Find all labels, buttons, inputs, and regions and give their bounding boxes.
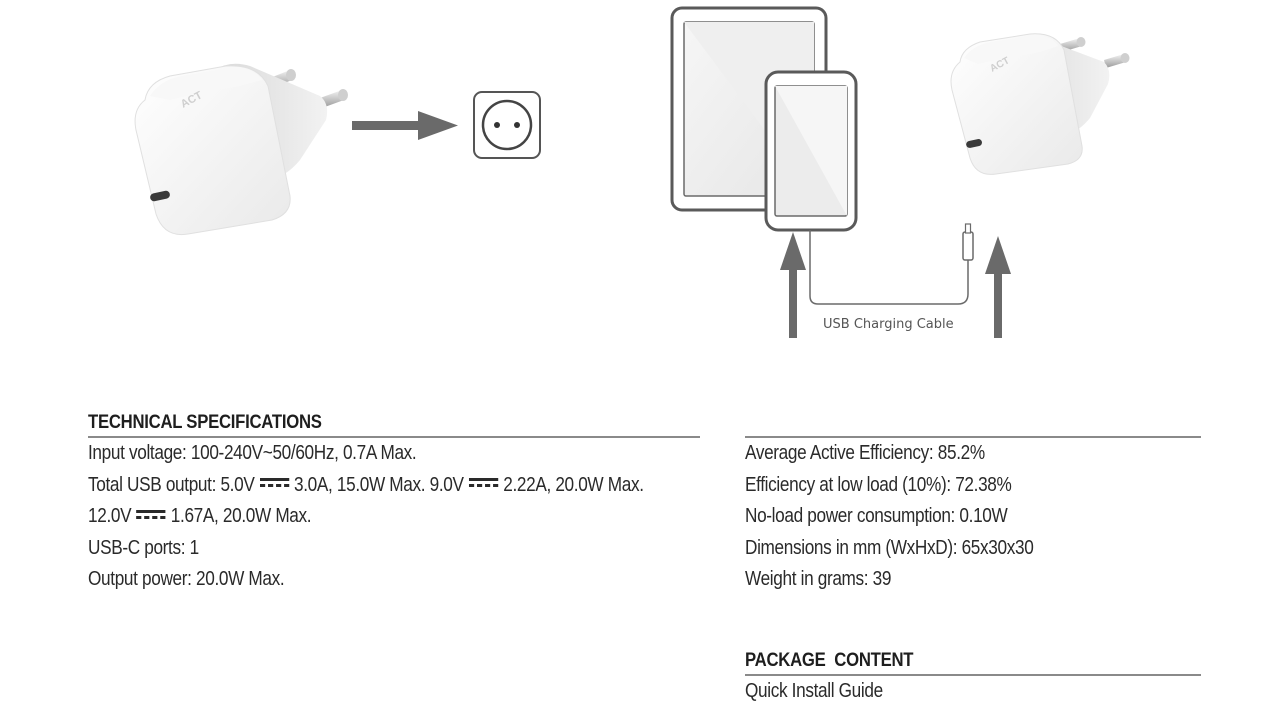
efficiency-specifications: Average Active Efficiency: 85.2% Efficie… bbox=[745, 412, 1201, 596]
spec-usb-c-ports: USB-C ports: 1 bbox=[88, 536, 199, 559]
arrow-right-icon bbox=[352, 111, 458, 140]
spec-no-load-consumption: No-load power consumption: 0.10W bbox=[745, 505, 1008, 527]
cable-label: USB Charging Cable bbox=[823, 317, 954, 332]
arrow-up-icon bbox=[985, 236, 1011, 338]
arrow-up-icon bbox=[780, 232, 806, 338]
spec-text: Total USB output: 5.0V bbox=[88, 473, 255, 496]
spec-weight: Weight in grams: 39 bbox=[745, 568, 892, 590]
dc-symbol-icon bbox=[136, 509, 166, 521]
technical-specifications: TECHNICAL SPECIFICATIONS Input voltage: … bbox=[88, 412, 700, 596]
spec-output-power: Output power: 20.0W Max. bbox=[88, 568, 285, 590]
charger-right-icon: ACT bbox=[950, 33, 1130, 175]
spec-total-usb-output: Total USB output: 5.0V 3.0A, 15.0W Max. 9… bbox=[88, 470, 644, 502]
divider bbox=[88, 436, 700, 438]
spec-text: 1.67A, 20.0W Max. bbox=[170, 505, 312, 527]
usb-cable-icon bbox=[809, 223, 974, 305]
phone-icon bbox=[764, 70, 858, 232]
product-illustration: ACT USB Charging Cable bbox=[134, 6, 1130, 338]
divider bbox=[745, 674, 1201, 676]
charger-left-icon: ACT bbox=[134, 63, 348, 236]
dc-symbol-icon bbox=[259, 477, 289, 489]
spec-low-load-efficiency: Efficiency at low load (10%): 72.38% bbox=[745, 473, 1012, 496]
section-title: TECHNICAL SPECIFICATIONS bbox=[88, 412, 322, 433]
spec-text: 2.22A, 20.0W Max. bbox=[503, 473, 644, 496]
spec-output-12v: 12.0V 1.67A, 20.0W Max. bbox=[88, 501, 614, 533]
spec-input-voltage: Input voltage: 100-240V~50/60Hz, 0.7A Ma… bbox=[88, 442, 417, 464]
spec-average-active-efficiency: Average Active Efficiency: 85.2% bbox=[745, 442, 985, 464]
spec-text: 3.0A, 15.0W Max. 9.0V bbox=[294, 473, 464, 496]
package-item: Quick Install Guide bbox=[745, 680, 883, 702]
wall-socket-icon bbox=[473, 91, 541, 159]
section-title: PACKAGE CONTENT bbox=[745, 650, 914, 671]
spec-dimensions: Dimensions in mm (WxHxD): 65x30x30 bbox=[745, 536, 1034, 559]
divider bbox=[745, 436, 1201, 438]
usb-c-port-icon bbox=[150, 190, 170, 202]
plug-pins-icon bbox=[1060, 37, 1130, 68]
usb-c-port-icon bbox=[966, 139, 983, 148]
spec-text: 12.0V bbox=[88, 505, 132, 527]
dc-symbol-icon bbox=[468, 477, 499, 489]
package-content: PACKAGE CONTENT Quick Install Guide bbox=[745, 650, 1201, 708]
